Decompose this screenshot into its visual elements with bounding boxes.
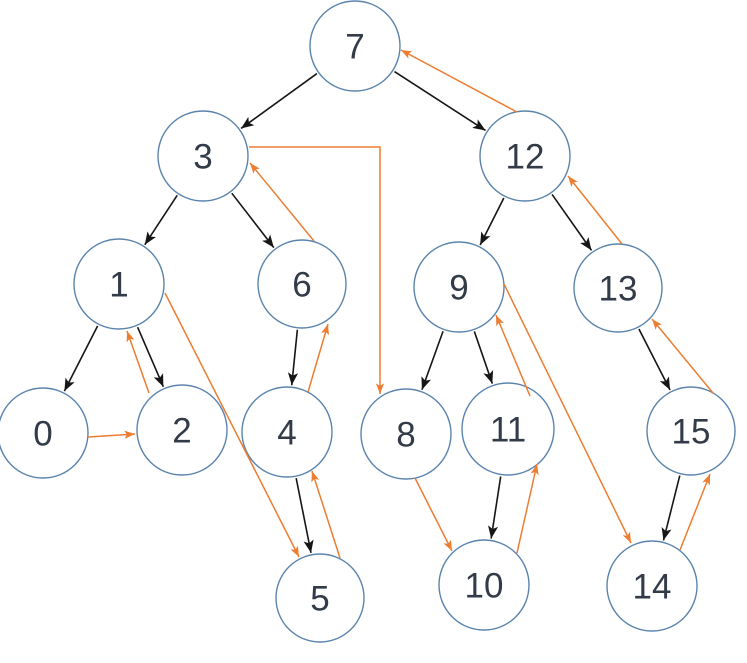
traversal-arrow-4-6 bbox=[307, 323, 329, 393]
tree-node-13: 13 bbox=[573, 243, 663, 333]
node-label: 15 bbox=[672, 412, 711, 451]
tree-edge-9-8 bbox=[421, 330, 444, 391]
node-circle bbox=[606, 540, 698, 632]
traversal-arrow-0-2 bbox=[87, 430, 136, 439]
tree-edge-13-15 bbox=[638, 328, 671, 391]
traversal-arrow-5-4 bbox=[311, 470, 341, 559]
node-label: 8 bbox=[396, 415, 415, 454]
node-circle bbox=[241, 386, 333, 478]
tree-node-14: 14 bbox=[606, 540, 698, 632]
tree-edge-15-14 bbox=[661, 475, 681, 541]
node-label: 2 bbox=[172, 411, 191, 450]
node-label: 12 bbox=[506, 137, 545, 176]
traversal-arrow-3-8 bbox=[249, 146, 385, 394]
node-circle bbox=[573, 243, 663, 333]
traversal-arrow-11-9 bbox=[495, 314, 531, 397]
node-label: 1 bbox=[109, 265, 128, 304]
node-label: 11 bbox=[490, 410, 526, 449]
traversal-arrow-6-3 bbox=[249, 162, 315, 242]
node-circle bbox=[309, 0, 401, 92]
tree-edge-7-12 bbox=[394, 70, 486, 132]
tree-node-12: 12 bbox=[479, 110, 571, 202]
tree-edge-12-13 bbox=[551, 193, 593, 251]
traversal-arrow-13-12 bbox=[567, 175, 623, 245]
tree-edge-1-0 bbox=[63, 325, 99, 392]
tree-node-0: 0 bbox=[0, 387, 89, 479]
node-circle bbox=[461, 382, 555, 476]
traversal-arrow-12-7 bbox=[400, 49, 518, 113]
node-circle bbox=[413, 241, 505, 333]
node-label: 7 bbox=[345, 27, 364, 66]
tree-node-1: 1 bbox=[73, 238, 165, 330]
node-circle bbox=[360, 388, 452, 480]
tree-edge-4-5 bbox=[295, 477, 314, 554]
tree-edge-7-3 bbox=[240, 72, 318, 130]
node-label: 14 bbox=[633, 567, 672, 606]
node-circle bbox=[479, 110, 571, 202]
tree-node-10: 10 bbox=[438, 539, 530, 631]
tree-node-5: 5 bbox=[275, 553, 365, 643]
node-circle bbox=[0, 387, 89, 479]
tree-edge-6-4 bbox=[287, 329, 299, 386]
tree-edge-11-10 bbox=[488, 476, 502, 539]
node-label: 10 bbox=[465, 566, 504, 605]
traversal-arrow-8-10 bbox=[414, 477, 453, 552]
tree-node-3: 3 bbox=[157, 110, 249, 202]
tree-node-9: 9 bbox=[413, 241, 505, 333]
node-circle bbox=[438, 539, 530, 631]
node-label: 0 bbox=[33, 414, 52, 453]
node-label: 9 bbox=[449, 268, 468, 307]
node-label: 13 bbox=[599, 269, 638, 308]
node-circle bbox=[646, 386, 736, 476]
tree-node-8: 8 bbox=[360, 388, 452, 480]
traversal-arrow-14-15 bbox=[679, 473, 711, 551]
traversal-arrow-1-5 bbox=[164, 292, 300, 558]
tree-node-2: 2 bbox=[136, 384, 228, 476]
tree-node-15: 15 bbox=[646, 386, 736, 476]
tree-edge-3-6 bbox=[231, 192, 275, 249]
tree-node-6: 6 bbox=[257, 239, 347, 329]
traversal-arrow-10-11 bbox=[516, 463, 539, 554]
tree-node-4: 4 bbox=[241, 386, 333, 478]
tree-node-11: 11 bbox=[461, 382, 555, 476]
tree-edge-1-2 bbox=[136, 326, 165, 388]
tree-node-7: 7 bbox=[309, 0, 401, 92]
node-circle bbox=[157, 110, 249, 202]
traversal-arrow-2-1 bbox=[126, 330, 150, 394]
tree-edge-12-9 bbox=[479, 197, 505, 246]
traversal-arrow-9-14 bbox=[503, 283, 632, 544]
traversal-arrow-15-13 bbox=[651, 318, 714, 394]
node-label: 4 bbox=[277, 413, 296, 452]
node-circle bbox=[275, 553, 365, 643]
node-label: 3 bbox=[193, 137, 212, 176]
node-circle bbox=[73, 238, 165, 330]
node-label: 5 bbox=[310, 579, 329, 618]
tree-edge-9-11 bbox=[473, 331, 494, 384]
node-circle bbox=[257, 239, 347, 329]
tree-edge-3-1 bbox=[144, 194, 178, 246]
node-circle bbox=[136, 384, 228, 476]
node-label: 6 bbox=[292, 265, 311, 304]
